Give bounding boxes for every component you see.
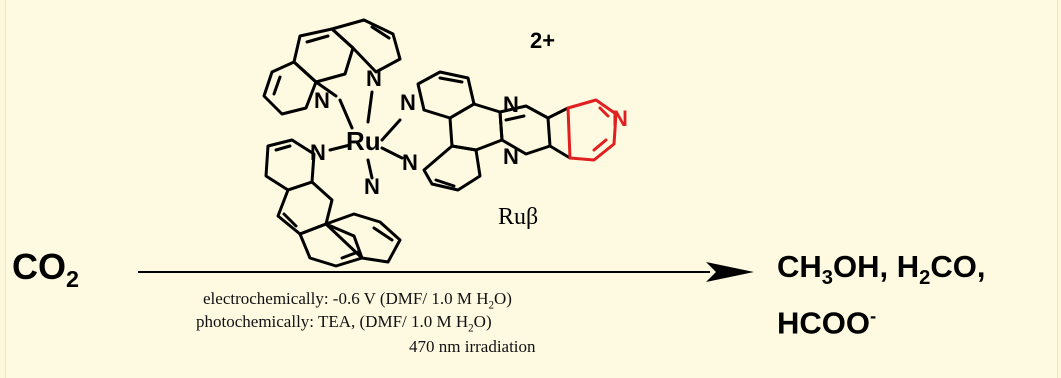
pyridine-n-label: N <box>612 106 628 131</box>
reaction-arrow <box>138 262 754 282</box>
ru-bonds <box>328 90 404 180</box>
pyridine-ring-highlight <box>566 98 618 162</box>
phenanthroline-ligand-top <box>262 18 402 116</box>
atom-n-label: N <box>503 144 519 169</box>
complex-name: Ruβ <box>498 204 539 230</box>
atom-n-label: N <box>503 92 519 117</box>
atom-n-label: N <box>402 150 418 175</box>
atom-n-label: N <box>400 90 416 115</box>
phenanthroline-ligand-bottom <box>264 138 402 268</box>
products: CH3OH, H2CO, HCOO- <box>777 248 985 343</box>
atom-n-label: N <box>310 140 326 165</box>
dppz-ligand <box>416 70 572 192</box>
condition-electrochemical: electrochemically: -0.6 V (DMF/ 1.0 M H2… <box>203 289 512 312</box>
complex-charge: 2+ <box>530 28 556 53</box>
reactant-co2: CO2 <box>12 246 80 293</box>
atom-n-label: N <box>364 174 380 199</box>
diagram-frame <box>5 0 1058 378</box>
atom-n-label: N <box>366 66 382 91</box>
metal-ru-label: Ru <box>346 126 381 156</box>
products-line-1: CH3OH, H2CO, <box>777 249 986 290</box>
atom-n-label: N <box>314 88 330 113</box>
condition-irradiation: 470 nm irradiation <box>409 337 536 356</box>
products-line-2: HCOO- <box>777 305 877 341</box>
condition-photochemical: photochemically: TEA, (DMF/ 1.0 M H2O) <box>196 312 492 335</box>
